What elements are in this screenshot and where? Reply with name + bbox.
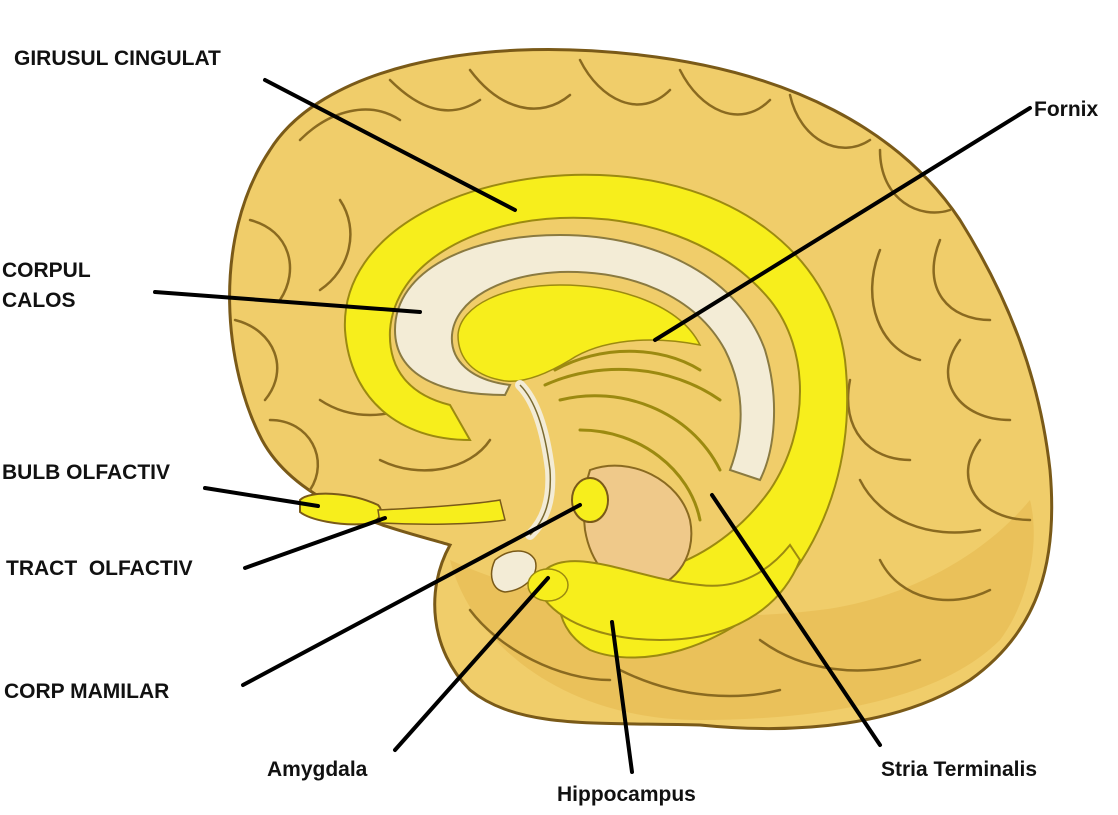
septum-region: [457, 284, 702, 382]
cortex-gyri: [233, 58, 1032, 698]
label-hippocampus: Hippocampus: [557, 780, 696, 810]
label-amygdala-text: Amygdala: [267, 758, 368, 781]
label-stria-terminalis: Stria Terminalis: [881, 755, 1037, 785]
olfactory-tract-shape: [377, 499, 506, 525]
leader-hippocampus: [610, 620, 634, 774]
label-corpul-calos-line1: CORPUL: [2, 259, 91, 282]
leader-bulb-olfactiv: [203, 486, 320, 508]
label-fornix: Fornix: [1034, 95, 1098, 125]
label-amygdala: Amygdala: [267, 755, 367, 785]
label-fornix-text: Fornix: [1034, 98, 1099, 121]
label-corp-mamilar: CORP MAMILAR: [4, 677, 169, 707]
label-bulb-olfactiv-text: BULB OLFACTIV: [2, 461, 170, 484]
leader-girusul-cingulat: [263, 78, 517, 212]
leader-corpul-calos: [153, 290, 422, 314]
leader-tract-olfactiv: [243, 516, 387, 570]
leader-stria-terminalis: [710, 493, 882, 747]
label-hippocampus-text: Hippocampus: [557, 783, 696, 806]
label-corpul-calos-line2: CALOS: [2, 289, 76, 313]
label-bulb-olfactiv: BULB OLFACTIV: [2, 458, 170, 488]
leader-corp-mamilar: [241, 503, 582, 687]
corpus-callosum-shape: [393, 233, 776, 482]
leader-fornix: [653, 106, 1032, 342]
label-girusul-cingulat-text: GIRUSUL CINGULAT: [14, 47, 221, 70]
label-corpul-calos: CORPUL CALOS: [2, 256, 91, 317]
temporal-lobe-shading: [450, 500, 1034, 720]
label-tract-olfactiv: TRACT OLFACTIV: [6, 554, 193, 584]
fornix-structures: [543, 349, 722, 522]
label-girusul-cingulat: GIRUSUL CINGULAT: [14, 44, 221, 74]
label-tract-olfactiv-text: TRACT OLFACTIV: [6, 557, 193, 580]
leader-lines: [153, 78, 1032, 774]
leader-amygdala: [393, 576, 550, 752]
label-stria-terminalis-text: Stria Terminalis: [881, 758, 1038, 781]
amygdala-shape: [527, 568, 569, 602]
label-corp-mamilar-text: CORP MAMILAR: [4, 680, 170, 703]
mamillary-body: [571, 477, 609, 523]
